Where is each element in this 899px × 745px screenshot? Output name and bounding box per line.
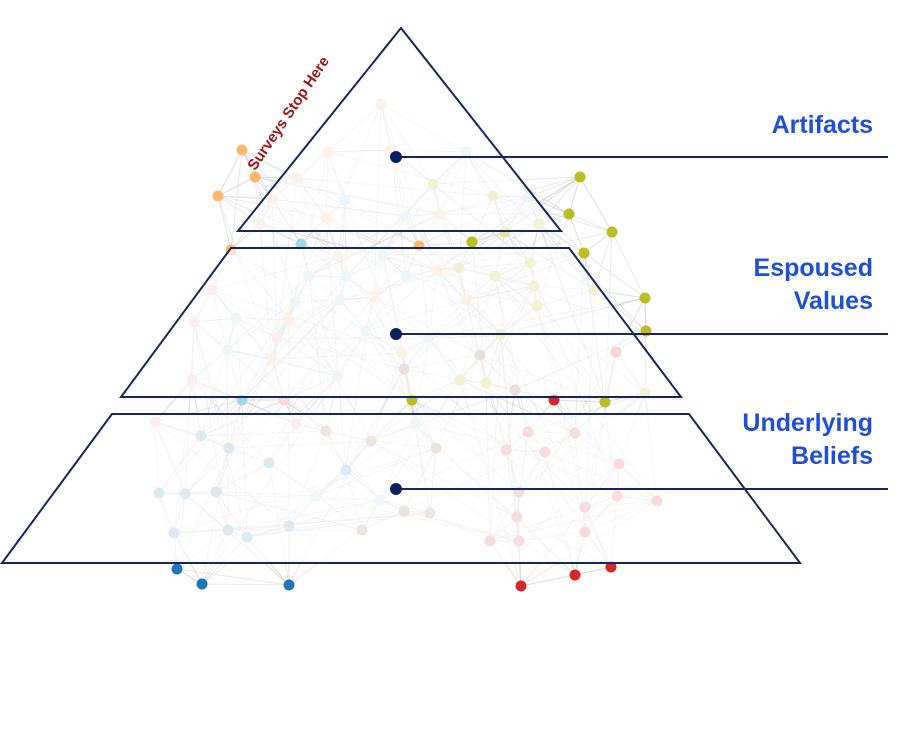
network-edge — [593, 231, 613, 291]
network-node — [606, 226, 618, 238]
network-node — [212, 190, 224, 202]
network-edge — [568, 213, 613, 233]
network-node — [569, 569, 581, 581]
network-node — [574, 171, 586, 183]
network-edge — [568, 213, 585, 254]
network-node — [599, 396, 611, 408]
network-edge — [217, 149, 243, 197]
artifacts-triangle — [235, 26, 564, 232]
network-edge — [574, 566, 612, 576]
espoused-values-trapezoid — [119, 247, 684, 398]
underlying-beliefs-label: Underlying Beliefs — [742, 407, 873, 473]
network-edge — [583, 252, 646, 299]
network-node — [605, 561, 617, 573]
espoused-label-line: Espoused — [753, 254, 873, 282]
network-edge — [579, 176, 613, 233]
network-node — [295, 238, 307, 250]
network-node — [236, 144, 248, 156]
network-edge — [568, 176, 581, 215]
network-edge — [230, 149, 243, 251]
network-node — [466, 236, 478, 248]
network-edge — [538, 223, 647, 332]
network-node — [283, 579, 295, 591]
beliefs-label-line: Beliefs — [791, 442, 873, 470]
artifacts-label-line: Artifacts — [771, 111, 873, 139]
espoused-values-label: Espoused Values — [754, 252, 873, 318]
network-edge — [176, 568, 290, 586]
values-label-line: Values — [793, 287, 873, 315]
network-edge — [217, 195, 232, 251]
network-node — [578, 247, 590, 259]
artifacts-anchor-dot — [390, 151, 402, 163]
network-node — [171, 563, 183, 575]
beliefs-anchor-dot — [390, 483, 402, 495]
network-edge — [644, 297, 647, 332]
network-edge — [418, 241, 473, 247]
network-edge — [520, 574, 576, 587]
network-edge — [471, 231, 506, 243]
network-node — [249, 171, 261, 183]
network-edge — [201, 583, 290, 586]
network-node — [639, 292, 651, 304]
network-node — [515, 580, 527, 592]
network-edge — [611, 231, 646, 299]
values-anchor-dot — [390, 328, 402, 340]
network-node — [563, 208, 575, 220]
artifacts-label: Artifacts — [772, 109, 873, 142]
network-edge — [553, 399, 606, 403]
network-edge — [527, 176, 581, 198]
underlying-label-line: Underlying — [742, 409, 873, 437]
network-edge — [217, 176, 256, 197]
network-edge — [583, 231, 613, 254]
network-node — [196, 578, 208, 590]
